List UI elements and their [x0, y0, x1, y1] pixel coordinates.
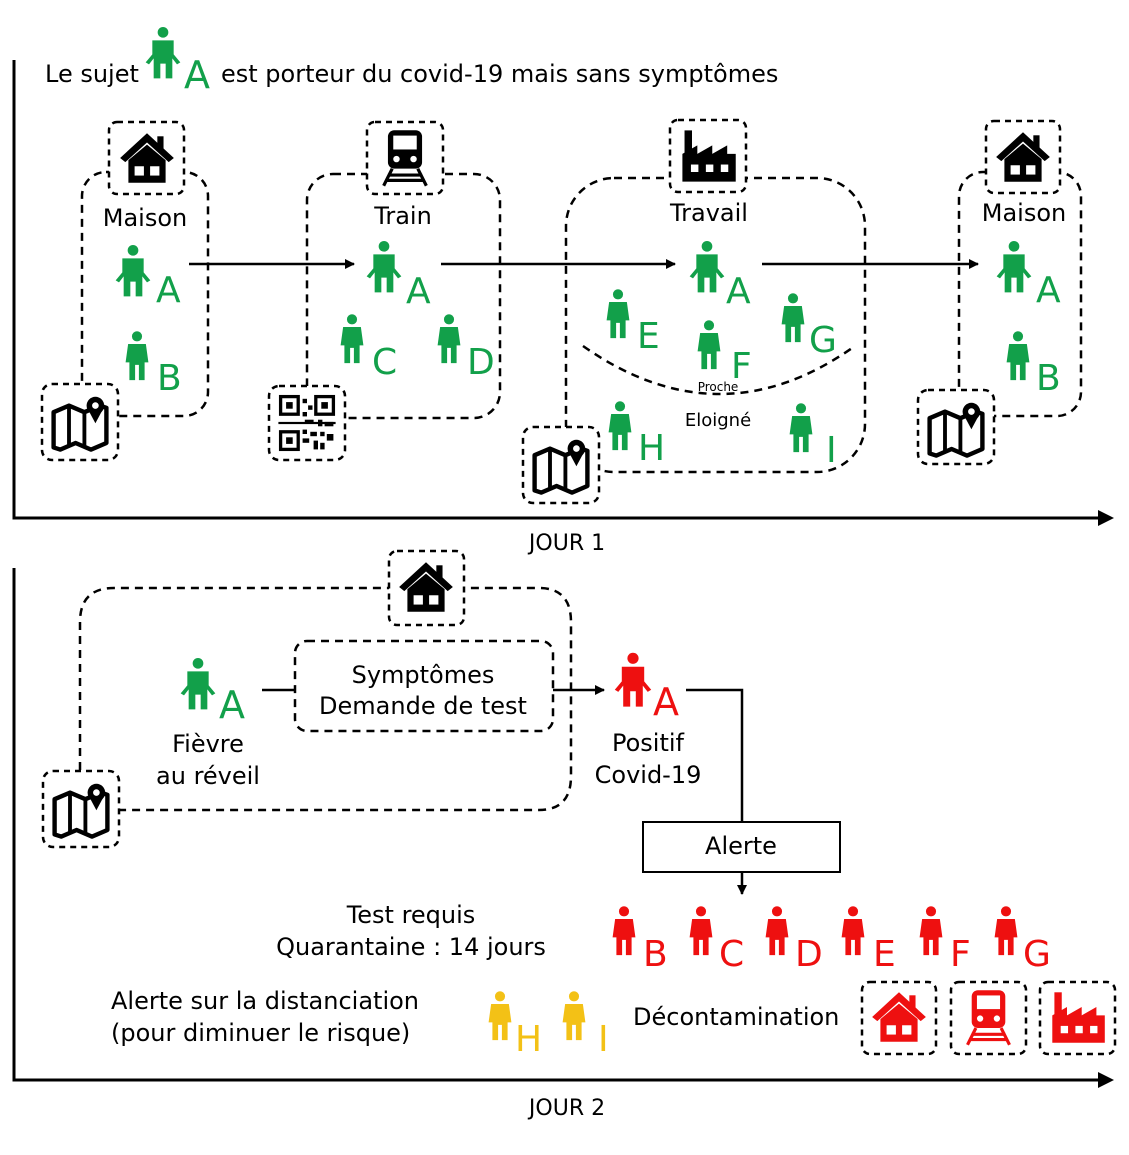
- fever-line2: au réveil: [156, 762, 260, 790]
- quarantine-person-d-label: D: [795, 934, 823, 975]
- far-label: Eloigné: [685, 410, 751, 431]
- positive-line1: Positif: [612, 729, 685, 757]
- person-a-icon: [366, 241, 402, 293]
- decontamination-label: Décontamination: [633, 1003, 839, 1031]
- proximity-boundary: [582, 344, 856, 396]
- train-label: Train: [373, 202, 432, 230]
- travail-label: Travail: [669, 199, 748, 227]
- person-f-icon: [697, 320, 721, 370]
- travail-person-f-label: F: [731, 346, 752, 387]
- distance-person-h-label: H: [515, 1019, 542, 1060]
- intro-subject-label: A: [184, 53, 210, 97]
- day2-axis: [12, 568, 1114, 1088]
- test-required-line2: Quarantaine : 14 jours: [276, 933, 546, 961]
- person-c-icon: [689, 906, 713, 956]
- person-e-icon: [841, 906, 865, 956]
- subject-a-icon: [145, 27, 181, 79]
- intro-text-after: est porteur du covid-19 mais sans symptô…: [221, 60, 778, 88]
- maison2-person-a-label: A: [1036, 270, 1061, 311]
- quarantine-person-e-label: E: [873, 934, 896, 975]
- distance-group: H I: [488, 991, 609, 1060]
- maison2-person-b-label: B: [1036, 358, 1061, 399]
- maison1-person-a-label: A: [156, 270, 181, 311]
- travail-person-e-label: E: [637, 316, 660, 357]
- intro-text-before: Le sujet: [45, 60, 139, 88]
- day2-subject-label: A: [219, 683, 245, 727]
- train-person-a-label: A: [406, 271, 431, 312]
- quarantine-person-f-label: F: [950, 934, 971, 975]
- person-a-icon: [996, 241, 1032, 293]
- symptoms-line1: Symptômes: [352, 661, 495, 689]
- person-i-icon: [789, 403, 813, 453]
- near-label: Proche: [698, 380, 739, 394]
- person-a-icon: [115, 245, 151, 297]
- day2-home-zone: A Fièvre au réveil Symptômes Demande de …: [41, 549, 573, 849]
- travail-person-h-label: H: [638, 428, 665, 469]
- positive-line2: Covid-19: [595, 761, 702, 789]
- test-required-line1: Test requis: [346, 901, 476, 929]
- maison1-label: Maison: [103, 204, 187, 232]
- travail-person-a-label: A: [726, 271, 751, 312]
- symptoms-line2: Demande de test: [319, 692, 527, 720]
- quarantine-person-c-label: C: [719, 934, 744, 975]
- person-c-icon: [340, 314, 364, 364]
- maison1-zone: Maison A B: [40, 120, 210, 462]
- positive-subject-label: A: [653, 680, 679, 724]
- fever-line1: Fièvre: [172, 730, 244, 758]
- maison2-label: Maison: [982, 199, 1066, 227]
- person-d-icon: [437, 314, 461, 364]
- day2-axis-label: JOUR 2: [527, 1096, 605, 1121]
- person-h-icon: [488, 991, 512, 1041]
- travail-zone: Travail A E F G H I Proche Eloigné: [521, 118, 867, 505]
- day1-axis: [12, 60, 1114, 526]
- person-d-icon: [765, 906, 789, 956]
- maison2-zone: Maison A B: [916, 119, 1083, 466]
- person-b-icon: [612, 906, 636, 956]
- person-g-icon: [781, 293, 805, 343]
- positive-person-a-icon: [614, 652, 652, 707]
- travail-person-g-label: G: [809, 320, 837, 361]
- person-f-icon: [919, 906, 943, 956]
- maison1-person-b-label: B: [157, 358, 182, 399]
- decontamination-icons: [860, 980, 1117, 1056]
- day1-axis-label: JOUR 1: [527, 531, 605, 556]
- person-h-icon: [608, 401, 632, 451]
- alert-label: Alerte: [705, 832, 777, 860]
- travail-person-i-label: I: [826, 430, 837, 471]
- quarantine-group: B C D E F G: [612, 906, 1051, 975]
- quarantine-person-b-label: B: [643, 934, 668, 975]
- person-g-icon: [994, 906, 1018, 956]
- person-a-icon: [180, 658, 216, 710]
- train-person-d-label: D: [467, 342, 495, 383]
- distance-alert-line2: (pour diminuer le risque): [111, 1019, 410, 1047]
- alert-box: [642, 821, 841, 873]
- distance-alert-line1: Alerte sur la distanciation: [111, 987, 419, 1015]
- distance-person-i-label: I: [598, 1019, 609, 1060]
- train-person-c-label: C: [372, 342, 397, 383]
- day2-flow-arrows: [262, 685, 747, 895]
- person-b-icon: [125, 331, 149, 381]
- train-zone: Train A C D: [267, 120, 502, 462]
- person-i-icon: [562, 991, 586, 1041]
- person-b-icon: [1006, 331, 1030, 381]
- person-e-icon: [606, 289, 630, 339]
- person-a-icon: [689, 241, 725, 293]
- quarantine-person-g-label: G: [1023, 934, 1051, 975]
